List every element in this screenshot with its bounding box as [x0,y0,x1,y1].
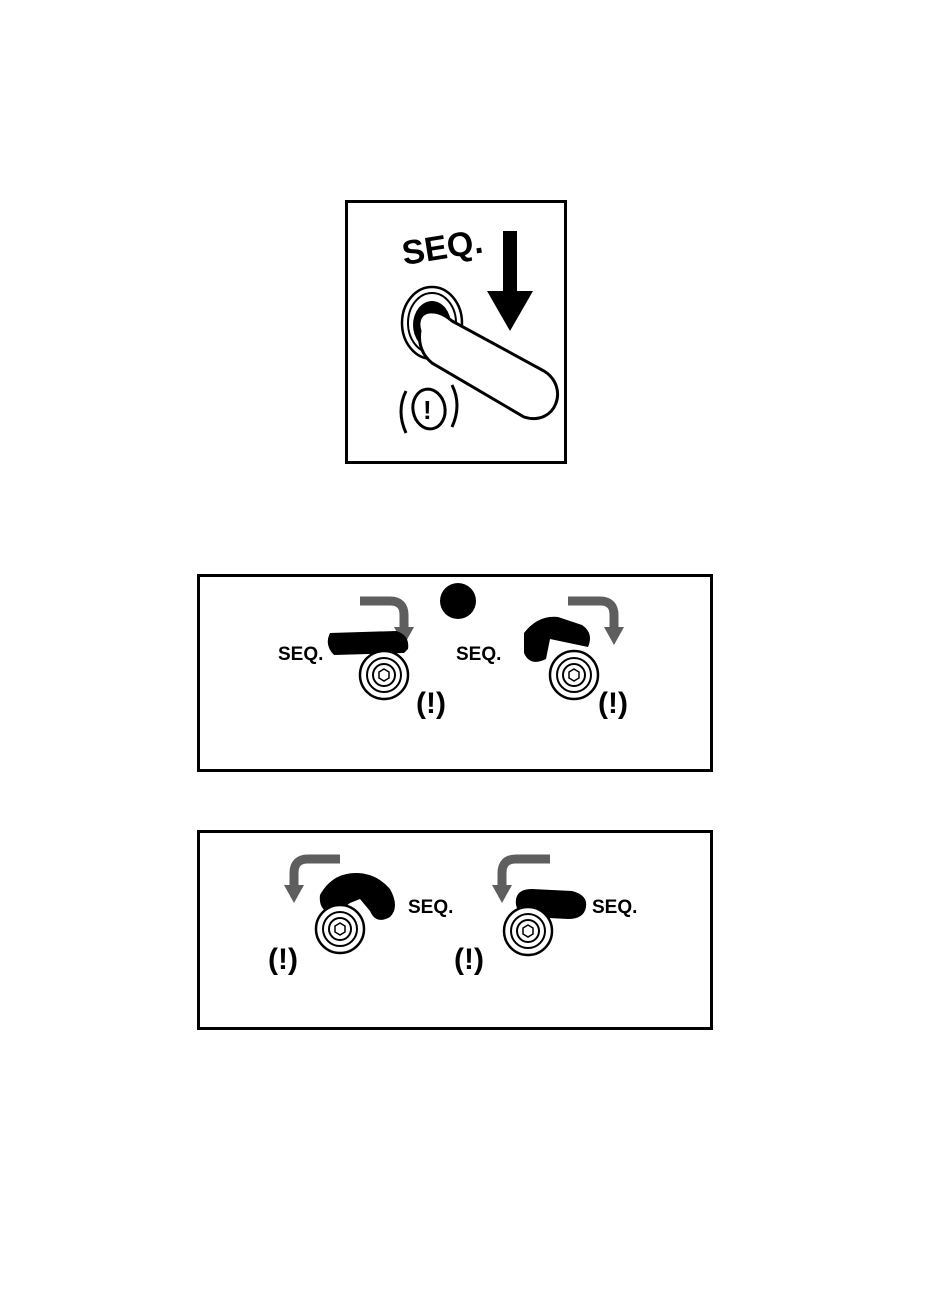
seq-label: SEQ. [592,897,637,918]
lever-diagram-top: SEQ. ! [348,203,564,461]
lever-diagram-bottom: SEQ. (!) SEQ. (!) [200,833,710,1027]
seq-label: SEQ. [408,897,453,918]
parking-brake-warning-icon: (!) [598,687,628,720]
parking-brake-warning-icon: (!) [268,943,298,976]
lever-group-right: SEQ. (!) [456,601,628,720]
lever-pivot-icon [504,907,552,955]
lever-pivot-icon [360,651,408,699]
parking-brake-warning-icon: (!) [454,943,484,976]
seq-label: SEQ. [399,223,485,273]
lever-pivot-icon [550,651,598,699]
parking-brake-warning-icon: ! [401,385,457,433]
seq-label: SEQ. [278,644,323,665]
lever-handle [419,312,558,419]
parking-brake-warning-icon: (!) [416,687,446,720]
warning-symbol: (!) [598,687,628,720]
lever-sequence-panel-reverse: SEQ. (!) SEQ. (!) [197,830,713,1030]
lever-group-left: SEQ. (!) [268,859,453,976]
lever-diagram-middle: SEQ. (!) SEQ. [200,577,710,769]
lever-group-left: SEQ. (!) [278,601,446,720]
lever-group-right: SEQ. (!) [454,859,637,976]
warning-symbol: (!) [268,943,298,976]
lever-pivot-icon [316,905,364,953]
lever-diagram-panel: SEQ. ! [345,200,567,464]
down-arrow-icon [487,231,533,331]
warning-symbol: ! [423,395,432,425]
warning-symbol: (!) [416,687,446,720]
seq-label: SEQ. [456,644,501,665]
lever-sequence-panel-forward: SEQ. (!) SEQ. [197,574,713,772]
warning-symbol: (!) [454,943,484,976]
lever-handle [328,631,409,655]
filled-dot-icon [440,583,476,619]
